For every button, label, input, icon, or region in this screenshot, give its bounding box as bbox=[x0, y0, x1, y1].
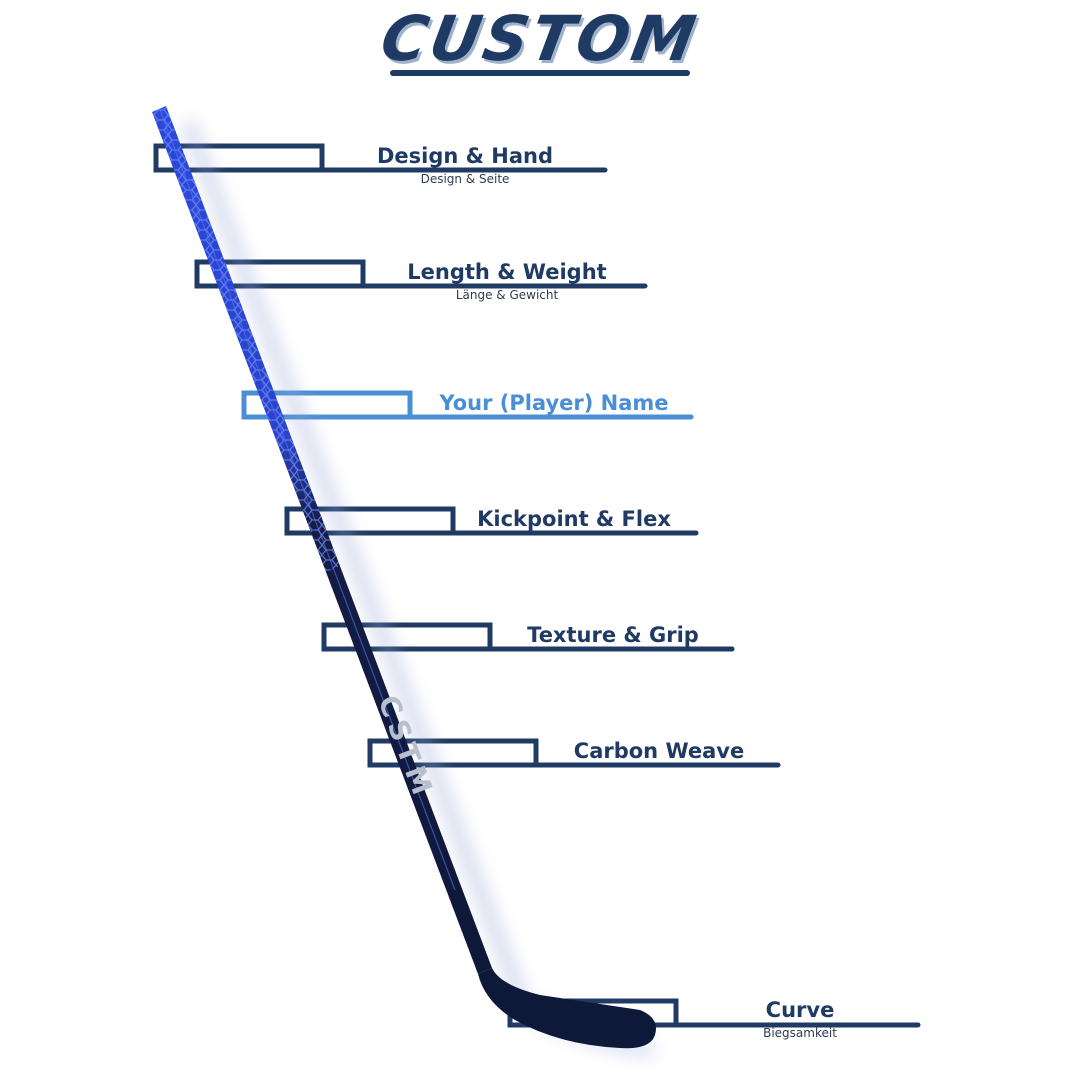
option-texture-grip[interactable]: Texture & Grip bbox=[520, 625, 706, 646]
option-subtitle: Länge & Gewicht bbox=[455, 288, 559, 302]
marker-kickpoint-flex[interactable] bbox=[284, 506, 699, 536]
option-carbon-weave[interactable]: Carbon Weave bbox=[564, 741, 754, 762]
option-design-hand[interactable]: Design & Hand Design & Seite bbox=[365, 144, 565, 186]
stick-blade bbox=[478, 968, 656, 1049]
option-kickpoint-flex[interactable]: Kickpoint & Flex bbox=[470, 509, 678, 530]
option-title: Texture & Grip bbox=[527, 623, 699, 647]
option-curve[interactable]: Curve Biegsamkeit bbox=[740, 998, 860, 1040]
option-subtitle: Design & Seite bbox=[420, 172, 510, 186]
option-title: Carbon Weave bbox=[573, 739, 745, 763]
logo-underline bbox=[390, 70, 690, 76]
option-title: Curve bbox=[765, 998, 835, 1022]
marker-texture-grip[interactable] bbox=[321, 622, 735, 652]
option-title: Kickpoint & Flex bbox=[477, 507, 671, 531]
hockey-stick: CSTM bbox=[152, 106, 658, 1058]
option-title: Design & Hand bbox=[376, 144, 554, 168]
option-title: Length & Weight bbox=[407, 260, 607, 284]
marker-design-hand[interactable] bbox=[153, 143, 608, 173]
option-length-weight[interactable]: Length & Weight Länge & Gewicht bbox=[406, 260, 608, 302]
marker-carbon-weave[interactable] bbox=[367, 738, 781, 768]
option-player-name[interactable]: Your (Player) Name bbox=[435, 393, 673, 414]
option-title: Your (Player) Name bbox=[439, 391, 669, 415]
marker-player-name[interactable] bbox=[241, 390, 694, 420]
marker-length-weight[interactable] bbox=[194, 259, 648, 289]
option-subtitle: Biegsamkeit bbox=[763, 1026, 837, 1040]
option-markers bbox=[153, 143, 921, 1028]
